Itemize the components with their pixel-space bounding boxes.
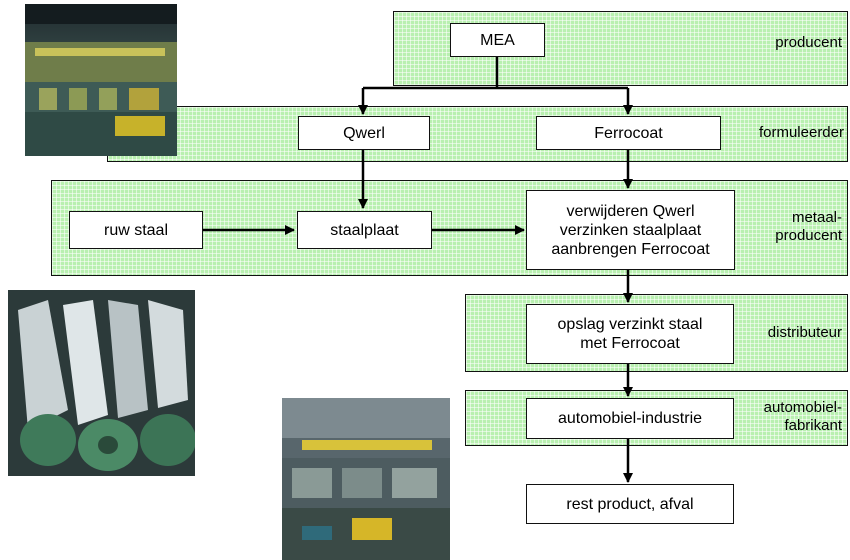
node-automobiel-industrie: automobiel-industrie [526, 398, 734, 439]
node-ruw-staal: ruw staal [69, 211, 203, 249]
node-ferrocoat: Ferrocoat [536, 116, 721, 150]
node-qwerl: Qwerl [298, 116, 430, 150]
lane-label-metaalproducent: metaal- producent [775, 209, 842, 244]
coil-photo-left [8, 290, 195, 476]
plant-floor-image [282, 398, 450, 560]
lane-label-formuleerder: formuleerder [758, 124, 844, 141]
steel-coil-image [8, 290, 195, 476]
lane-label-producent: producent [775, 34, 842, 51]
lane-formuleerder [107, 106, 848, 162]
lane-label-automobielfabrikant: automobiel- fabrikant [763, 399, 842, 434]
plant-photo-bottom [282, 398, 450, 560]
node-rest-product: rest product, afval [526, 484, 734, 524]
factory-photo-top-left [25, 4, 177, 156]
node-mea: MEA [450, 23, 545, 57]
lane-label-distributeur: distributeur [767, 324, 842, 341]
node-verwijderen-verzinken-aanbrengen: verwijderen Qwerl verzinken staalplaat a… [526, 190, 735, 270]
factory-hall-image [25, 4, 177, 156]
node-opslag: opslag verzinkt staal met Ferrocoat [526, 304, 734, 364]
node-staalplaat: staalplaat [297, 211, 432, 249]
